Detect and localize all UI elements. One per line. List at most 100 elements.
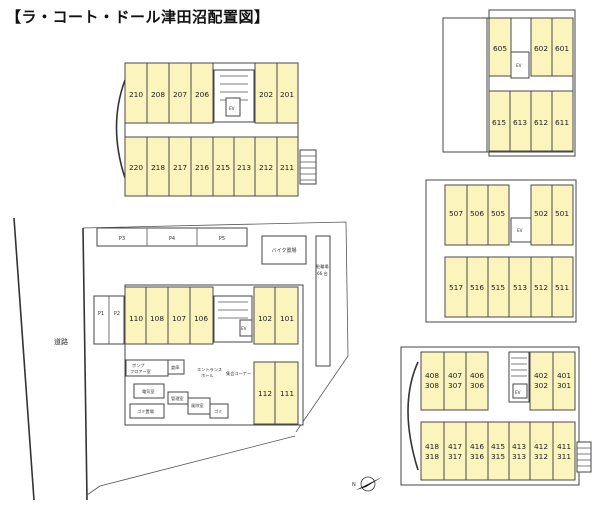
- unit-label: 511: [555, 283, 569, 292]
- unit-505: [487, 184, 510, 246]
- fire-stair-lines-2: [300, 155, 316, 181]
- stairs-1: [218, 301, 248, 319]
- unit-label: 416: [470, 442, 484, 451]
- unit-label: 516: [470, 283, 484, 292]
- unit-label: 201: [280, 90, 294, 99]
- unit-511: [551, 256, 574, 318]
- site-boundary-corner: [86, 485, 101, 496]
- floor-room-label: フロアー室: [130, 368, 151, 375]
- unit-label: 418: [425, 442, 439, 451]
- unit-label: 107: [172, 314, 186, 323]
- unit-label: 217: [173, 163, 187, 172]
- north-arrow: N: [352, 476, 382, 492]
- parking-top: [96, 227, 248, 247]
- fire-stair-2: [299, 149, 317, 185]
- electric-label: 電気室: [142, 388, 155, 395]
- unit-label: 207: [173, 90, 187, 99]
- fire-stair-34: [576, 441, 592, 473]
- site-boundary: [82, 221, 349, 433]
- unit-label: 108: [150, 314, 164, 323]
- unit-label: 312: [534, 452, 548, 461]
- unit-label: 601: [555, 44, 569, 53]
- bicycle-count: 66 台: [317, 270, 328, 277]
- unit-label: 210: [129, 90, 143, 99]
- storage-label: 倉庫: [171, 364, 179, 371]
- unit-label: 411: [557, 442, 571, 451]
- unit-601: [551, 17, 574, 77]
- stairs-34: [511, 357, 527, 377]
- small-garbage: [209, 403, 229, 419]
- unit-418-318: [420, 421, 445, 481]
- parking-p5: P5: [219, 236, 225, 242]
- unit-label: 301: [557, 381, 571, 390]
- unit-415-315: [487, 421, 510, 481]
- unit-label: 507: [449, 209, 463, 218]
- floor-3-4-curve: [407, 361, 419, 471]
- unit-label: 502: [534, 209, 548, 218]
- bicycle-label: 駐輪場: [316, 263, 329, 270]
- parking-p1: P1: [98, 311, 104, 317]
- unit-406-306: [465, 351, 489, 411]
- floor-2-block: EV 210 208 207 206 202 201 220 218 217 2…: [115, 62, 317, 197]
- unit-206: [190, 62, 214, 124]
- unit-label: 611: [555, 118, 569, 127]
- unit-501: [551, 184, 574, 246]
- site-boundary-bottom: [99, 435, 296, 487]
- unit-label: 102: [258, 314, 272, 323]
- unit-label: 417: [448, 442, 462, 451]
- unit-label: 220: [129, 163, 143, 172]
- unit-416-316: [465, 421, 489, 481]
- ev-box-2: [225, 97, 241, 117]
- lounge-label: 集会コーナー: [226, 370, 251, 377]
- unit-label: 110: [129, 314, 143, 323]
- unit-label: 613: [513, 118, 527, 127]
- storage-room: [167, 359, 185, 375]
- unit-label: 308: [425, 381, 439, 390]
- unit-label: 413: [512, 442, 526, 451]
- unit-label: 402: [534, 371, 548, 380]
- unit-101: [274, 286, 299, 345]
- unit-label: 401: [557, 371, 571, 380]
- ev-label-2: EV: [229, 106, 235, 111]
- ev-label-6: EV: [516, 63, 522, 68]
- north-arrow-icon: [356, 477, 382, 490]
- unit-label: 501: [555, 209, 569, 218]
- unit-label: 615: [492, 118, 506, 127]
- parking-p4: P4: [169, 236, 175, 242]
- unit-401-301: [552, 351, 576, 411]
- floor-3-4-block: EV 408 308 407 307 406 306 402 302 401 3…: [400, 346, 592, 486]
- unit-label: 406: [470, 371, 484, 380]
- unit-label: 605: [493, 44, 507, 53]
- unit-605: [488, 17, 512, 77]
- unit-label: 206: [195, 90, 209, 99]
- floor-6-block: EV 605 602 601 615 613 612 611: [442, 9, 576, 157]
- unit-label: 202: [259, 90, 273, 99]
- unit-211: [276, 136, 299, 197]
- ev-label-5: EV: [517, 228, 523, 233]
- unit-417-317: [443, 421, 467, 481]
- unit-412-312: [529, 421, 554, 481]
- hall-label: ホール: [201, 373, 214, 378]
- unit-label: 106: [194, 314, 208, 323]
- unit-label: 215: [216, 163, 230, 172]
- unit-label: 602: [534, 44, 548, 53]
- unit-label: 506: [470, 209, 484, 218]
- unit-label: 306: [470, 381, 484, 390]
- bike-parking: [261, 235, 307, 265]
- road-boundary-right: [82, 227, 88, 501]
- pump-label: ポンプ: [132, 362, 145, 369]
- site-and-floor-1: 道路 P3 P4 P5 P1 P2 バイク置場 駐輪場 66 台 EV 110 …: [13, 217, 382, 501]
- small-garbage-label: ゴミ: [214, 408, 222, 414]
- garbage-label: ゴミ置場: [137, 408, 155, 415]
- unit-label: 313: [512, 452, 526, 461]
- unit-label: 112: [258, 389, 272, 398]
- ev-label-34: EV: [515, 390, 521, 395]
- unit-111: [274, 361, 299, 425]
- unit-label: 211: [280, 163, 294, 172]
- unit-label: 512: [534, 283, 548, 292]
- unit-label: 407: [448, 371, 462, 380]
- ev-box-1: [239, 319, 253, 337]
- unit-label: 208: [151, 90, 165, 99]
- unit-label: 318: [425, 452, 439, 461]
